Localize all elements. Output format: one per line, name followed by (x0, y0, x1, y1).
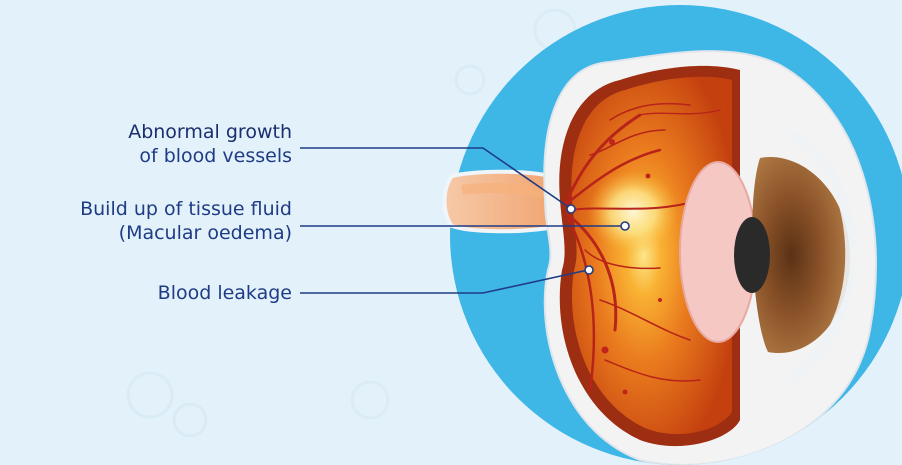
marker-fluid (621, 222, 629, 230)
label-tissue-fluid-line2: (Macular oedema) (80, 221, 292, 245)
label-tissue-fluid-line1: Build up of tissue fluid (80, 197, 292, 221)
marker-growth (567, 205, 575, 213)
label-abnormal-growth-line2: of blood vessels (128, 144, 292, 168)
label-abnormal-growth: Abnormal growth of blood vessels (128, 120, 292, 168)
macula (588, 170, 678, 254)
label-tissue-fluid: Build up of tissue fluid (Macular oedema… (80, 197, 292, 245)
label-blood-leakage-line1: Blood leakage (158, 281, 292, 305)
marker-leakage (585, 266, 593, 274)
pupil (734, 217, 770, 293)
optic-nerve (445, 172, 561, 232)
label-blood-leakage: Blood leakage (158, 281, 292, 305)
label-abnormal-growth-line1: Abnormal growth (128, 120, 292, 144)
